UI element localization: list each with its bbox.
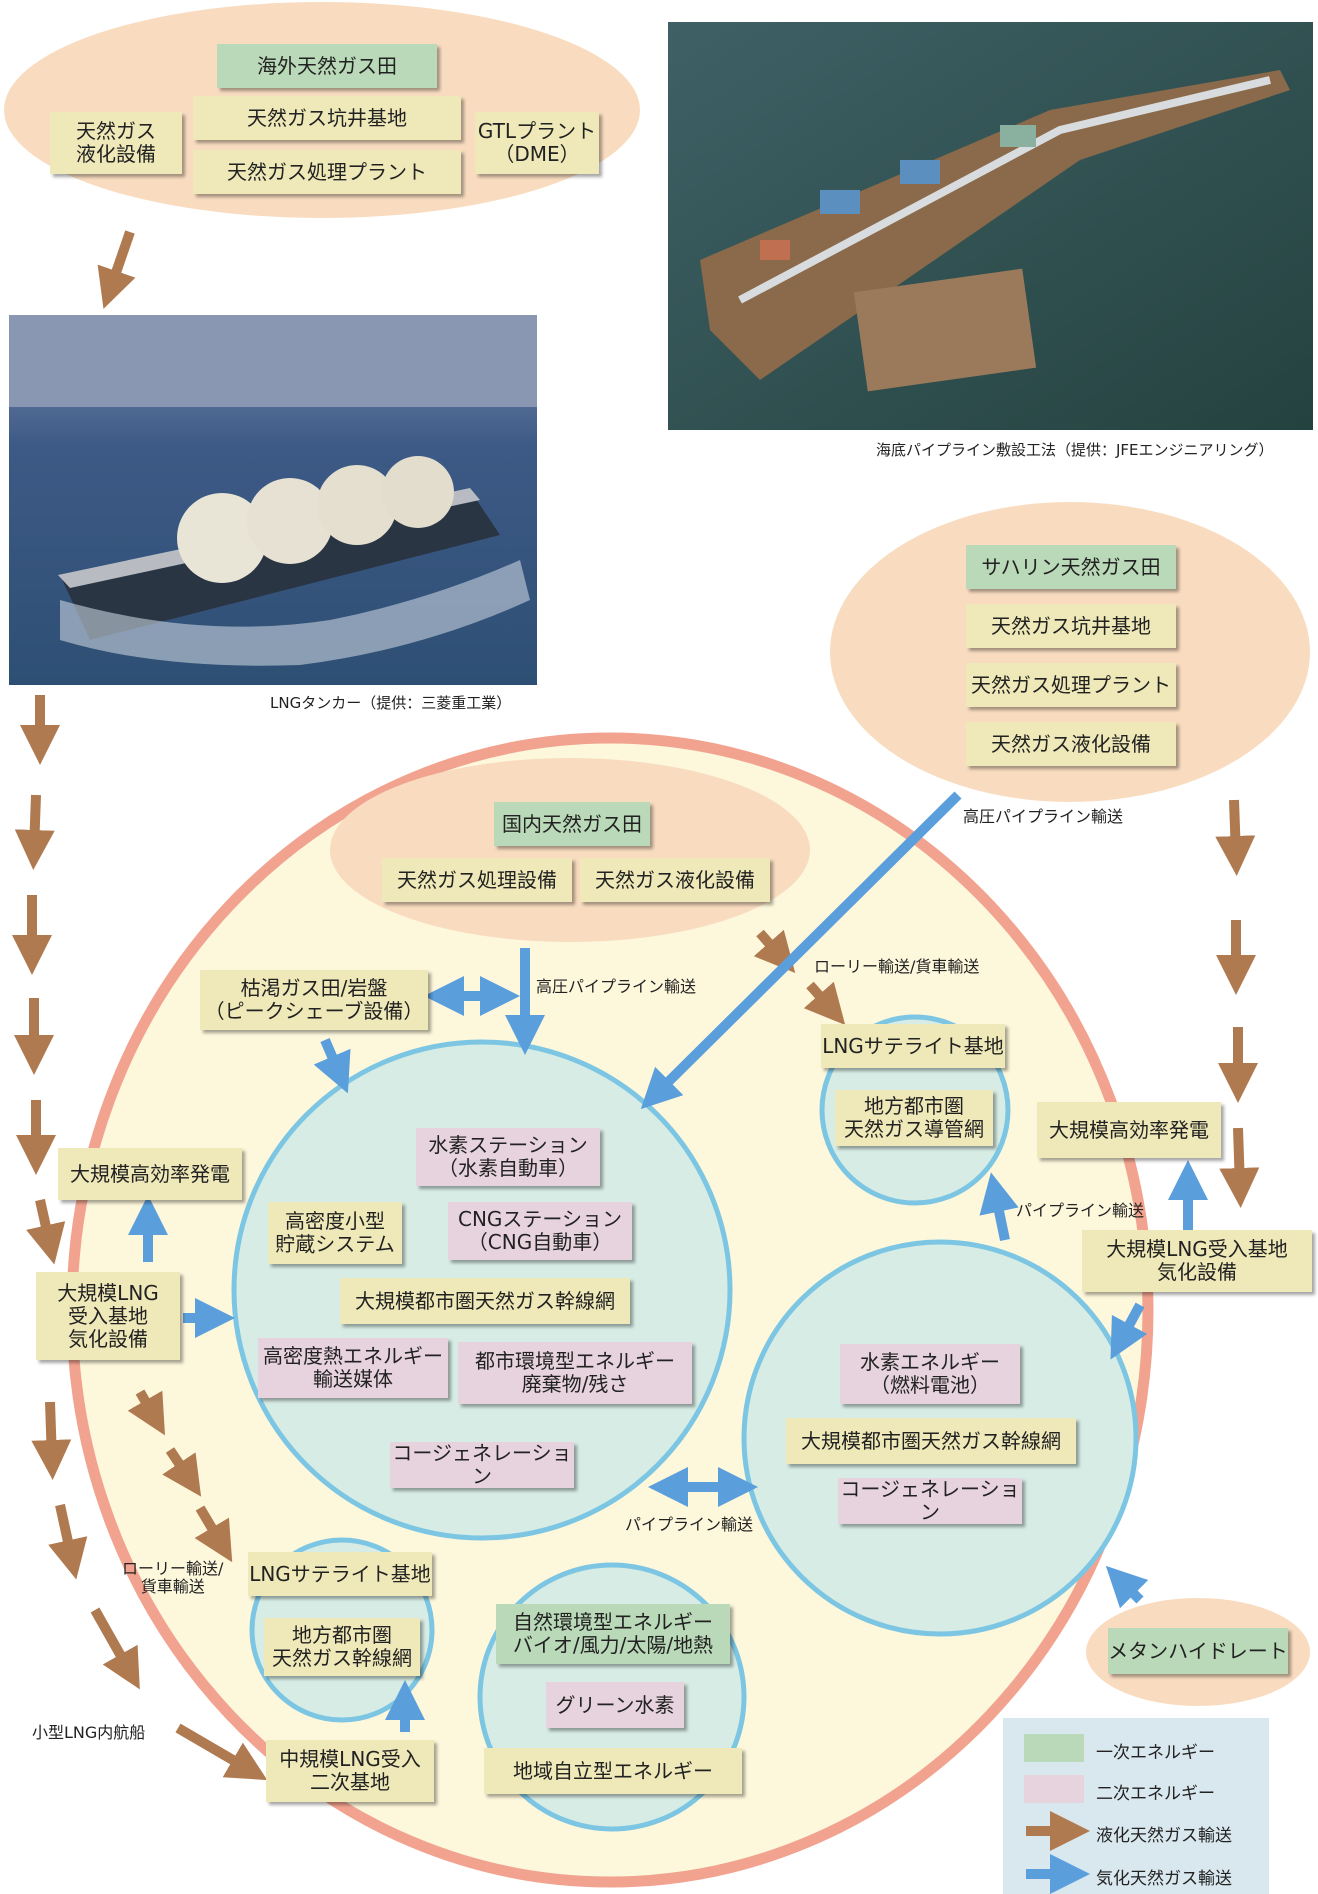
storage-system-box: 高密度小型 貯蔵システム xyxy=(268,1202,402,1264)
legend-gas-label: 気化天然ガス輸送 xyxy=(1096,1869,1232,1889)
hydrogen-energy-box: 水素エネルギー （燃料電池） xyxy=(840,1344,1020,1404)
sakhalin-field-box: サハリン天然ガス田 xyxy=(966,545,1176,589)
domestic-liquefaction-box: 天然ガス液化設備 xyxy=(580,858,770,902)
methane-hydrate-box: メタンハイドレート xyxy=(1108,1628,1288,1674)
sakhalin-processing-box: 天然ガス処理プラント xyxy=(966,663,1176,707)
legend-primary-label: 一次エネルギー xyxy=(1096,1743,1215,1763)
green-hydrogen-box: グリーン水素 xyxy=(546,1682,684,1728)
heat-media-box: 高密度熱エネルギー 輸送媒体 xyxy=(258,1338,448,1398)
lng-satellite-base-bottom: LNGサテライト基地 xyxy=(248,1552,432,1596)
tanker-caption: LNGタンカー（提供：三菱重工業） xyxy=(270,694,512,712)
regional-gas-network-top: 地方都市圏 天然ガス導管網 xyxy=(835,1090,993,1146)
lorry-rail-label-top: ローリー輸送/貨車輸送 xyxy=(814,957,980,976)
gtl-plant-box: GTLプラント （DME） xyxy=(475,112,599,174)
cng-station-box: CNGステーション （CNG自動車） xyxy=(448,1202,632,1260)
overseas-field-box: 海外天然ガス田 xyxy=(217,44,437,88)
overseas-processing-box: 天然ガス処理プラント xyxy=(193,150,461,194)
sakhalin-area xyxy=(830,502,1310,802)
lorry-rail-label-left: ローリー輸送/ 貨車輸送 xyxy=(122,1559,224,1597)
central-trunk-network-box: 大規模都市圏天然ガス幹線網 xyxy=(340,1278,630,1324)
pipeline-label-bottom: パイプライン輸送 xyxy=(625,1515,754,1534)
local-energy-box: 地域自立型エネルギー xyxy=(484,1748,742,1794)
lng-tanker-photo xyxy=(9,315,537,685)
legend-lng-label: 液化天然ガス輸送 xyxy=(1096,1826,1232,1846)
regional-gas-network-bottom: 地方都市圏 天然ガス幹線網 xyxy=(264,1618,420,1676)
lng-transport-arrows xyxy=(12,230,1260,1781)
left-power-plant-box: 大規模高効率発電 xyxy=(58,1148,242,1200)
right-lng-terminal-box: 大規模LNG受入基地 気化設備 xyxy=(1082,1230,1312,1292)
gas-transport-arrows xyxy=(128,791,1208,1732)
sakhalin-liquefaction-box: 天然ガス液化設備 xyxy=(966,722,1176,766)
pipeline-caption: 海底パイプライン敷設工法（提供：JFEエンジニアリング） xyxy=(876,441,1274,459)
lng-satellite-base-top: LNGサテライト基地 xyxy=(821,1024,1005,1068)
left-lng-terminal-box: 大規模LNG 受入基地 気化設備 xyxy=(36,1272,180,1360)
overseas-well-box: 天然ガス坑井基地 xyxy=(193,96,461,140)
overseas-liquefaction-box: 天然ガス 液化設備 xyxy=(50,112,182,174)
legend-primary-swatch xyxy=(1024,1734,1084,1762)
domestic-field-box: 国内天然ガス田 xyxy=(494,802,650,846)
domestic-processing-box: 天然ガス処理設備 xyxy=(382,858,572,902)
high-pressure-pipeline-label-mid: 高圧パイプライン輸送 xyxy=(536,977,697,996)
small-lng-ship-label: 小型LNG内航船 xyxy=(32,1723,146,1742)
legend-secondary-swatch xyxy=(1024,1775,1084,1803)
right-trunk-network-box: 大規模都市圏天然ガス幹線網 xyxy=(786,1418,1076,1464)
natural-energy-box: 自然環境型エネルギー バイオ/風力/太陽/地熱 xyxy=(496,1604,730,1664)
urban-energy-box: 都市環境型エネルギー 廃棄物/残さ xyxy=(458,1342,692,1404)
right-power-plant-box: 大規模高効率発電 xyxy=(1037,1102,1221,1158)
pipeline-label-right: パイプライン輸送 xyxy=(1016,1201,1145,1220)
high-pressure-pipeline-label-top: 高圧パイプライン輸送 xyxy=(963,807,1124,826)
legend-secondary-label: 二次エネルギー xyxy=(1096,1784,1215,1804)
pipeline-barge-photo xyxy=(668,22,1313,430)
medium-lng-terminal-box: 中規模LNG受入 二次基地 xyxy=(266,1740,434,1802)
depleted-field-storage-box: 枯渇ガス田/岩盤 （ピークシェーブ設備） xyxy=(200,970,428,1030)
hydrogen-station-box: 水素ステーション （水素自動車） xyxy=(416,1128,600,1186)
sakhalin-well-box: 天然ガス坑井基地 xyxy=(966,604,1176,648)
domestic-area xyxy=(330,758,810,942)
central-cogeneration-box: コージェネレーション xyxy=(390,1442,574,1488)
right-cogeneration-box: コージェネレーション xyxy=(838,1478,1022,1524)
